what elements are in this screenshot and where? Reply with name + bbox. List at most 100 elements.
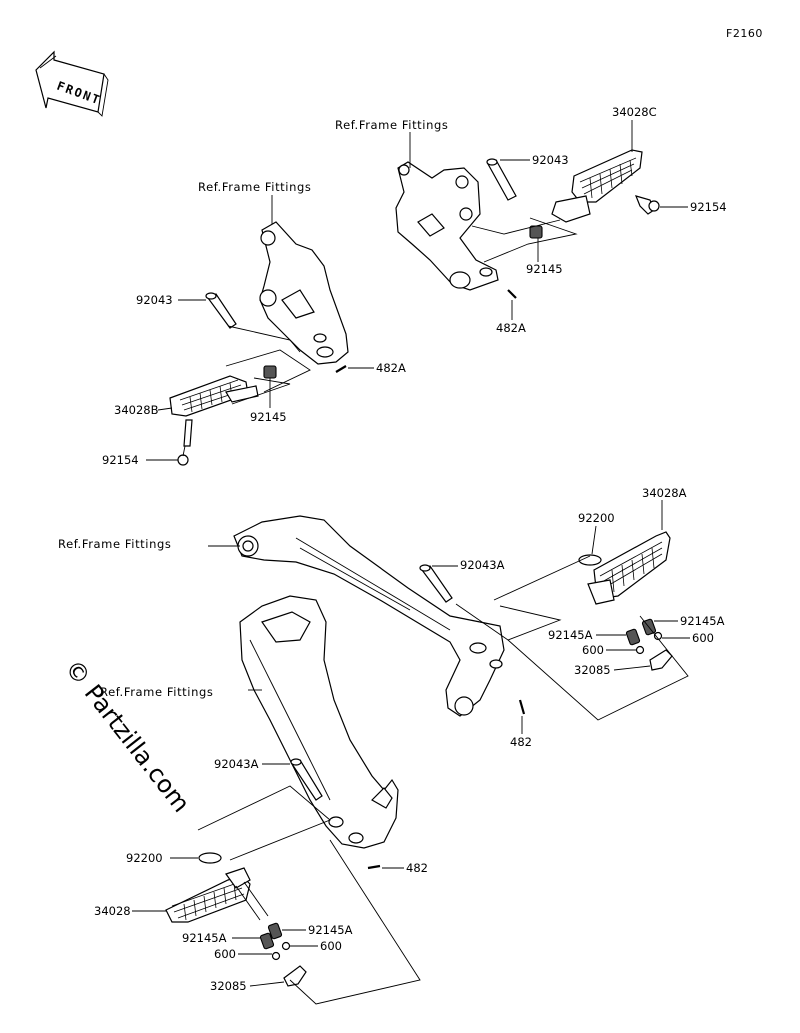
watermark: © Partzilla.com	[59, 654, 195, 817]
callout-bl-482: 482	[382, 861, 428, 875]
svg-text:600: 600	[582, 643, 604, 657]
top-left-guides	[225, 325, 311, 405]
svg-text:32085: 32085	[574, 663, 611, 677]
svg-text:92200: 92200	[578, 511, 615, 525]
callout-tl-92145: 92145	[250, 378, 287, 424]
rear-left-washer-92200	[198, 852, 222, 864]
callout-bl-92145a-right: 92145A	[282, 923, 353, 937]
svg-text:92154: 92154	[690, 200, 727, 214]
figure-code: F2160	[726, 27, 763, 40]
callout-br-600-left: 600	[582, 643, 636, 657]
callout-tl-92043: 92043	[136, 293, 206, 307]
svg-text:34028C: 34028C	[612, 105, 657, 119]
rear-right-balls-600	[635, 631, 663, 655]
callout-bl-92043a: 92043A	[214, 757, 290, 771]
rear-right-springs-92145a	[625, 618, 657, 646]
ref-frame-label-1: Ref.Frame Fittings	[335, 118, 448, 168]
callout-bl-92200: 92200	[126, 851, 198, 865]
svg-text:600: 600	[320, 939, 342, 953]
svg-text:92043A: 92043A	[460, 558, 505, 572]
svg-text:92145: 92145	[526, 262, 563, 276]
rear-right-footpeg	[587, 531, 671, 605]
top-left-pin-92043	[205, 292, 237, 329]
svg-text:600: 600	[214, 947, 236, 961]
svg-text:482: 482	[510, 735, 532, 749]
top-right-bolt-92154	[634, 195, 660, 215]
top-left-bolt-92154	[177, 419, 193, 466]
svg-text:Ref.Frame Fittings: Ref.Frame Fittings	[58, 537, 171, 551]
top-right-bracket	[395, 161, 499, 291]
rear-left-clip-482	[367, 864, 381, 870]
rear-left-balls-600	[271, 941, 291, 961]
top-right-footpeg	[551, 149, 643, 223]
svg-text:34028B: 34028B	[114, 403, 159, 417]
rear-right-plate-32085	[649, 649, 673, 671]
svg-text:Ref.Frame Fittings: Ref.Frame Fittings	[198, 180, 311, 194]
svg-text:482A: 482A	[496, 321, 526, 335]
svg-text:92145A: 92145A	[182, 931, 227, 945]
rear-right-clip-482	[518, 699, 526, 715]
svg-text:600: 600	[692, 631, 714, 645]
callout-br-482: 482	[510, 716, 532, 749]
callout-bl-32085: 32085	[210, 979, 285, 993]
callout-tr-92145: 92145	[526, 238, 563, 276]
callout-br-92145a-left: 92145A	[548, 628, 626, 642]
callout-br-92043a: 92043A	[432, 558, 505, 572]
callout-tl-92154: 92154	[102, 453, 178, 467]
top-left-clip-482a	[335, 365, 347, 373]
svg-text:92043: 92043	[136, 293, 173, 307]
callout-bl-600-right: 600	[290, 939, 342, 953]
rear-right-pin-92043a	[419, 564, 453, 603]
svg-text:92145A: 92145A	[680, 614, 725, 628]
rear-left-springs-92145a	[259, 922, 283, 950]
top-left-spring-92145	[263, 365, 277, 379]
svg-text:34028A: 34028A	[642, 486, 687, 500]
svg-text:92043: 92043	[532, 153, 569, 167]
svg-text:92145A: 92145A	[308, 923, 353, 937]
svg-text:92200: 92200	[126, 851, 163, 865]
callout-tr-92154: 92154	[660, 200, 727, 214]
rear-right-guides	[455, 555, 689, 721]
callout-tr-34028c: 34028C	[612, 105, 657, 152]
callout-bl-92145a-left: 92145A	[182, 931, 260, 945]
rear-left-guides	[197, 785, 421, 1005]
callout-bl-600-left: 600	[214, 947, 272, 961]
svg-text:92145A: 92145A	[548, 628, 593, 642]
callout-tl-34028b: 34028B	[114, 403, 173, 417]
svg-text:92154: 92154	[102, 453, 139, 467]
top-left-bracket	[259, 221, 349, 365]
svg-text:92145: 92145	[250, 410, 287, 424]
ref-frame-label-4: Ref.Frame Fittings	[100, 685, 262, 699]
callout-br-92200: 92200	[578, 511, 615, 555]
rear-left-plate-32085	[283, 965, 307, 987]
ref-frame-label-2: Ref.Frame Fittings	[198, 180, 311, 224]
rear-left-bracket	[239, 595, 399, 849]
callout-br-600-right: 600	[662, 631, 714, 645]
svg-text:34028: 34028	[94, 904, 131, 918]
ref-frame-label-3: Ref.Frame Fittings	[58, 537, 240, 551]
callout-br-92145a-right: 92145A	[654, 614, 725, 628]
top-right-clip-482a	[507, 289, 517, 299]
callout-tl-482a: 482A	[348, 361, 406, 375]
front-arrow-icon: FRONT	[35, 50, 109, 117]
svg-text:Ref.Frame Fittings: Ref.Frame Fittings	[100, 685, 213, 699]
callout-tr-92043: 92043	[500, 153, 569, 167]
callout-tr-482a: 482A	[496, 300, 526, 335]
rear-right-washer-92200	[578, 554, 602, 566]
rear-left-footpeg	[165, 867, 269, 923]
callout-br-34028a: 34028A	[642, 486, 687, 530]
top-right-guides	[471, 217, 578, 263]
callout-bl-34028: 34028	[94, 904, 166, 918]
svg-text:Ref.Frame Fittings: Ref.Frame Fittings	[335, 118, 448, 132]
top-right-pin-92043	[486, 158, 517, 201]
callout-br-32085: 32085	[574, 663, 651, 677]
top-left-footpeg	[169, 375, 259, 417]
svg-text:92043A: 92043A	[214, 757, 259, 771]
svg-text:32085: 32085	[210, 979, 247, 993]
top-right-spring-92145	[529, 225, 543, 239]
rear-right-bracket	[233, 515, 505, 717]
svg-text:482A: 482A	[376, 361, 406, 375]
rear-left-pin-92043a	[290, 758, 323, 801]
svg-text:482: 482	[406, 861, 428, 875]
